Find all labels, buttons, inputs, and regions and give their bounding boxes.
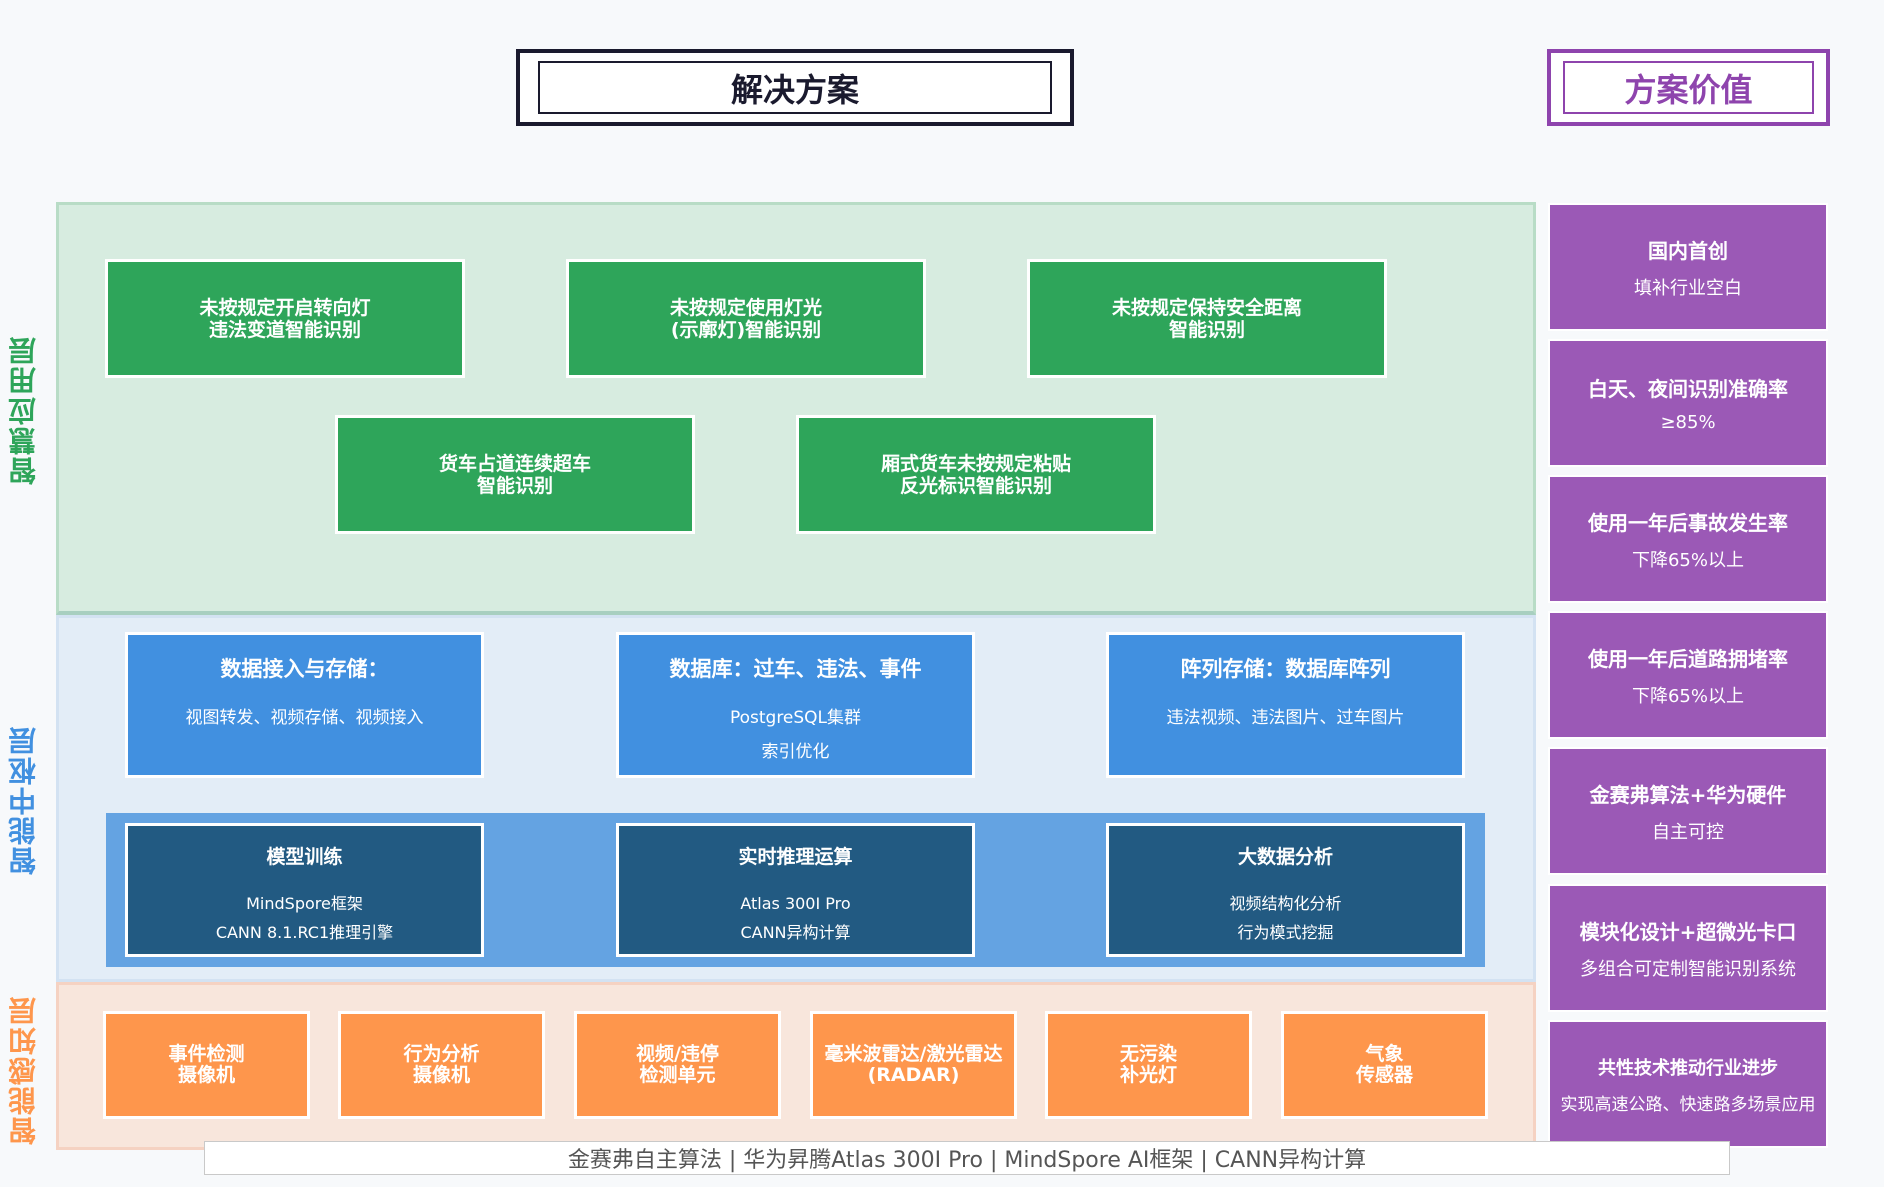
- hub-box-title: 阵列存储：数据库阵列: [1180, 657, 1391, 681]
- hub-compute-inference: 实时推理运算 Atlas 300I Pro CANN异构计算: [616, 823, 975, 957]
- value-title: 方案价值: [1624, 70, 1753, 109]
- hub-compute-title: 大数据分析: [1237, 846, 1333, 868]
- value-accuracy: 白天、夜间识别准确率 ≥85%: [1548, 339, 1828, 467]
- app-box-line2: (示廓灯)智能识别: [670, 318, 822, 341]
- value-title-text: 使用一年后道路拥堵率: [1588, 646, 1788, 671]
- value-title-text: 模块化设计+超微光卡口: [1579, 919, 1797, 944]
- app-box-line2: 智能识别: [476, 474, 553, 497]
- value-sub-text: 自主可控: [1652, 821, 1724, 843]
- value-sub-text: 下降65%以上: [1631, 549, 1744, 571]
- sense-line1: 毫米波雷达/激光雷达: [824, 1043, 1003, 1065]
- hub-box-line: 违法视频、违法图片、过车图片: [1166, 708, 1405, 728]
- hub-compute-line: CANN 8.1.RC1推理引擎: [215, 923, 394, 942]
- app-box-line2: 反光标识智能识别: [899, 474, 1052, 497]
- perception-layer-label: 智能感知层: [7, 995, 40, 1145]
- hub-box-title: 数据接入与存储：: [220, 657, 389, 681]
- hub-storage-array: 阵列存储：数据库阵列 违法视频、违法图片、过车图片: [1106, 632, 1465, 778]
- sense-line2: 传感器: [1355, 1064, 1413, 1086]
- hub-compute-line: Atlas 300I Pro: [740, 894, 851, 913]
- value-title-inner-border: [1563, 61, 1814, 114]
- sense-line1: 事件检测: [168, 1043, 245, 1065]
- hub-compute-title: 模型训练: [266, 846, 343, 868]
- hub-compute-title: 实时推理运算: [738, 846, 853, 868]
- value-title-text: 使用一年后事故发生率: [1588, 510, 1788, 535]
- app-box-line1: 未按规定保持安全距离: [1111, 296, 1302, 319]
- value-title-text: 白天、夜间识别准确率: [1588, 377, 1788, 401]
- sense-line2: 摄像机: [412, 1064, 470, 1086]
- sense-line1: 无污染: [1119, 1043, 1177, 1065]
- hub-storage-database: 数据库：过车、违法、事件 PostgreSQL集群 索引优化: [616, 632, 975, 778]
- hub-box-line: 索引优化: [761, 742, 830, 762]
- hub-compute-line: CANN异构计算: [740, 923, 851, 942]
- app-box-line1: 未按规定使用灯光: [669, 296, 822, 319]
- hub-box-title: 数据库：过车、违法、事件: [669, 657, 922, 681]
- value-title-box: 方案价值: [1547, 49, 1830, 126]
- app-box-line2: 违法变道智能识别: [208, 318, 361, 341]
- app-box-truck-overtake: 货车占道连续超车 智能识别: [335, 415, 695, 534]
- application-layer-label: 智慧应用层: [7, 335, 40, 485]
- value-autonomy: 金赛弗算法+华为硬件 自主可控: [1548, 747, 1828, 875]
- footer-tech-bar: 金赛弗自主算法 | 华为昇腾Atlas 300I Pro | MindSpore…: [204, 1141, 1730, 1175]
- value-sub-text: ≥85%: [1660, 412, 1716, 433]
- hub-storage-access: 数据接入与存储： 视图转发、视频存储、视频接入: [125, 632, 484, 778]
- sense-event-camera: 事件检测 摄像机: [103, 1011, 310, 1119]
- sense-line2: 补光灯: [1119, 1064, 1177, 1086]
- sense-parking-detector: 视频/违停 检测单元: [574, 1011, 781, 1119]
- hub-compute-bigdata: 大数据分析 视频结构化分析 行为模式挖掘: [1106, 823, 1465, 957]
- sense-fill-light: 无污染 补光灯: [1045, 1011, 1252, 1119]
- app-box-line2: 智能识别: [1168, 318, 1245, 341]
- hub-compute-line: MindSpore框架: [246, 894, 363, 913]
- value-accident-rate: 使用一年后事故发生率 下降65%以上: [1548, 475, 1828, 603]
- value-title-text: 金赛弗算法+华为硬件: [1589, 782, 1787, 807]
- value-sub-text: 填补行业空白: [1634, 277, 1742, 299]
- value-industry-progress: 共性技术推动行业进步 实现高速公路、快速路多场景应用: [1548, 1020, 1828, 1148]
- app-box-safe-distance: 未按规定保持安全距离 智能识别: [1027, 259, 1387, 378]
- hub-layer-label: 智能中枢层: [7, 725, 40, 875]
- value-title-text: 共性技术推动行业进步: [1598, 1057, 1778, 1079]
- solution-title-box: 解决方案: [516, 49, 1074, 126]
- app-box-reflective-marking: 厢式货车未按规定粘贴 反光标识智能识别: [796, 415, 1156, 534]
- app-box-line1: 厢式货车未按规定粘贴: [880, 452, 1071, 475]
- hub-compute-line: 视频结构化分析: [1229, 894, 1342, 913]
- hub-box-line: 视图转发、视频存储、视频接入: [185, 708, 424, 728]
- footer-text: 金赛弗自主算法 | 华为昇腾Atlas 300I Pro | MindSpore…: [567, 1148, 1367, 1173]
- value-sub-text: 多组合可定制智能识别系统: [1580, 958, 1796, 980]
- hub-box-line: PostgreSQL集群: [729, 708, 862, 728]
- app-box-line1: 货车占道连续超车: [438, 452, 591, 475]
- solution-title: 解决方案: [730, 70, 859, 109]
- sense-radar: 毫米波雷达/激光雷达 (RADAR): [810, 1011, 1017, 1119]
- sense-behavior-camera: 行为分析 摄像机: [338, 1011, 545, 1119]
- app-box-line1: 未按规定开启转向灯: [199, 296, 371, 319]
- value-congestion-rate: 使用一年后道路拥堵率 下降65%以上: [1548, 611, 1828, 739]
- app-box-lights: 未按规定使用灯光 (示廓灯)智能识别: [566, 259, 926, 378]
- value-sub-text: 下降65%以上: [1631, 685, 1744, 707]
- hub-compute-line: 行为模式挖掘: [1237, 923, 1334, 942]
- sense-weather-sensor: 气象 传感器: [1281, 1011, 1488, 1119]
- sense-line2: 检测单元: [639, 1064, 716, 1086]
- sense-line1: 视频/违停: [636, 1043, 719, 1065]
- app-box-turn-signal: 未按规定开启转向灯 违法变道智能识别: [105, 259, 465, 378]
- value-first-in-china: 国内首创 填补行业空白: [1548, 203, 1828, 331]
- sense-line2: (RADAR): [867, 1064, 960, 1086]
- sense-line2: 摄像机: [177, 1064, 235, 1086]
- value-modular: 模块化设计+超微光卡口 多组合可定制智能识别系统: [1548, 884, 1828, 1012]
- solution-title-inner-border: [538, 61, 1052, 114]
- value-title-text: 国内首创: [1648, 238, 1728, 263]
- sense-line1: 气象: [1365, 1043, 1404, 1065]
- value-sub-text: 实现高速公路、快速路多场景应用: [1560, 1094, 1816, 1115]
- sense-line1: 行为分析: [403, 1043, 480, 1065]
- hub-compute-training: 模型训练 MindSpore框架 CANN 8.1.RC1推理引擎: [125, 823, 484, 957]
